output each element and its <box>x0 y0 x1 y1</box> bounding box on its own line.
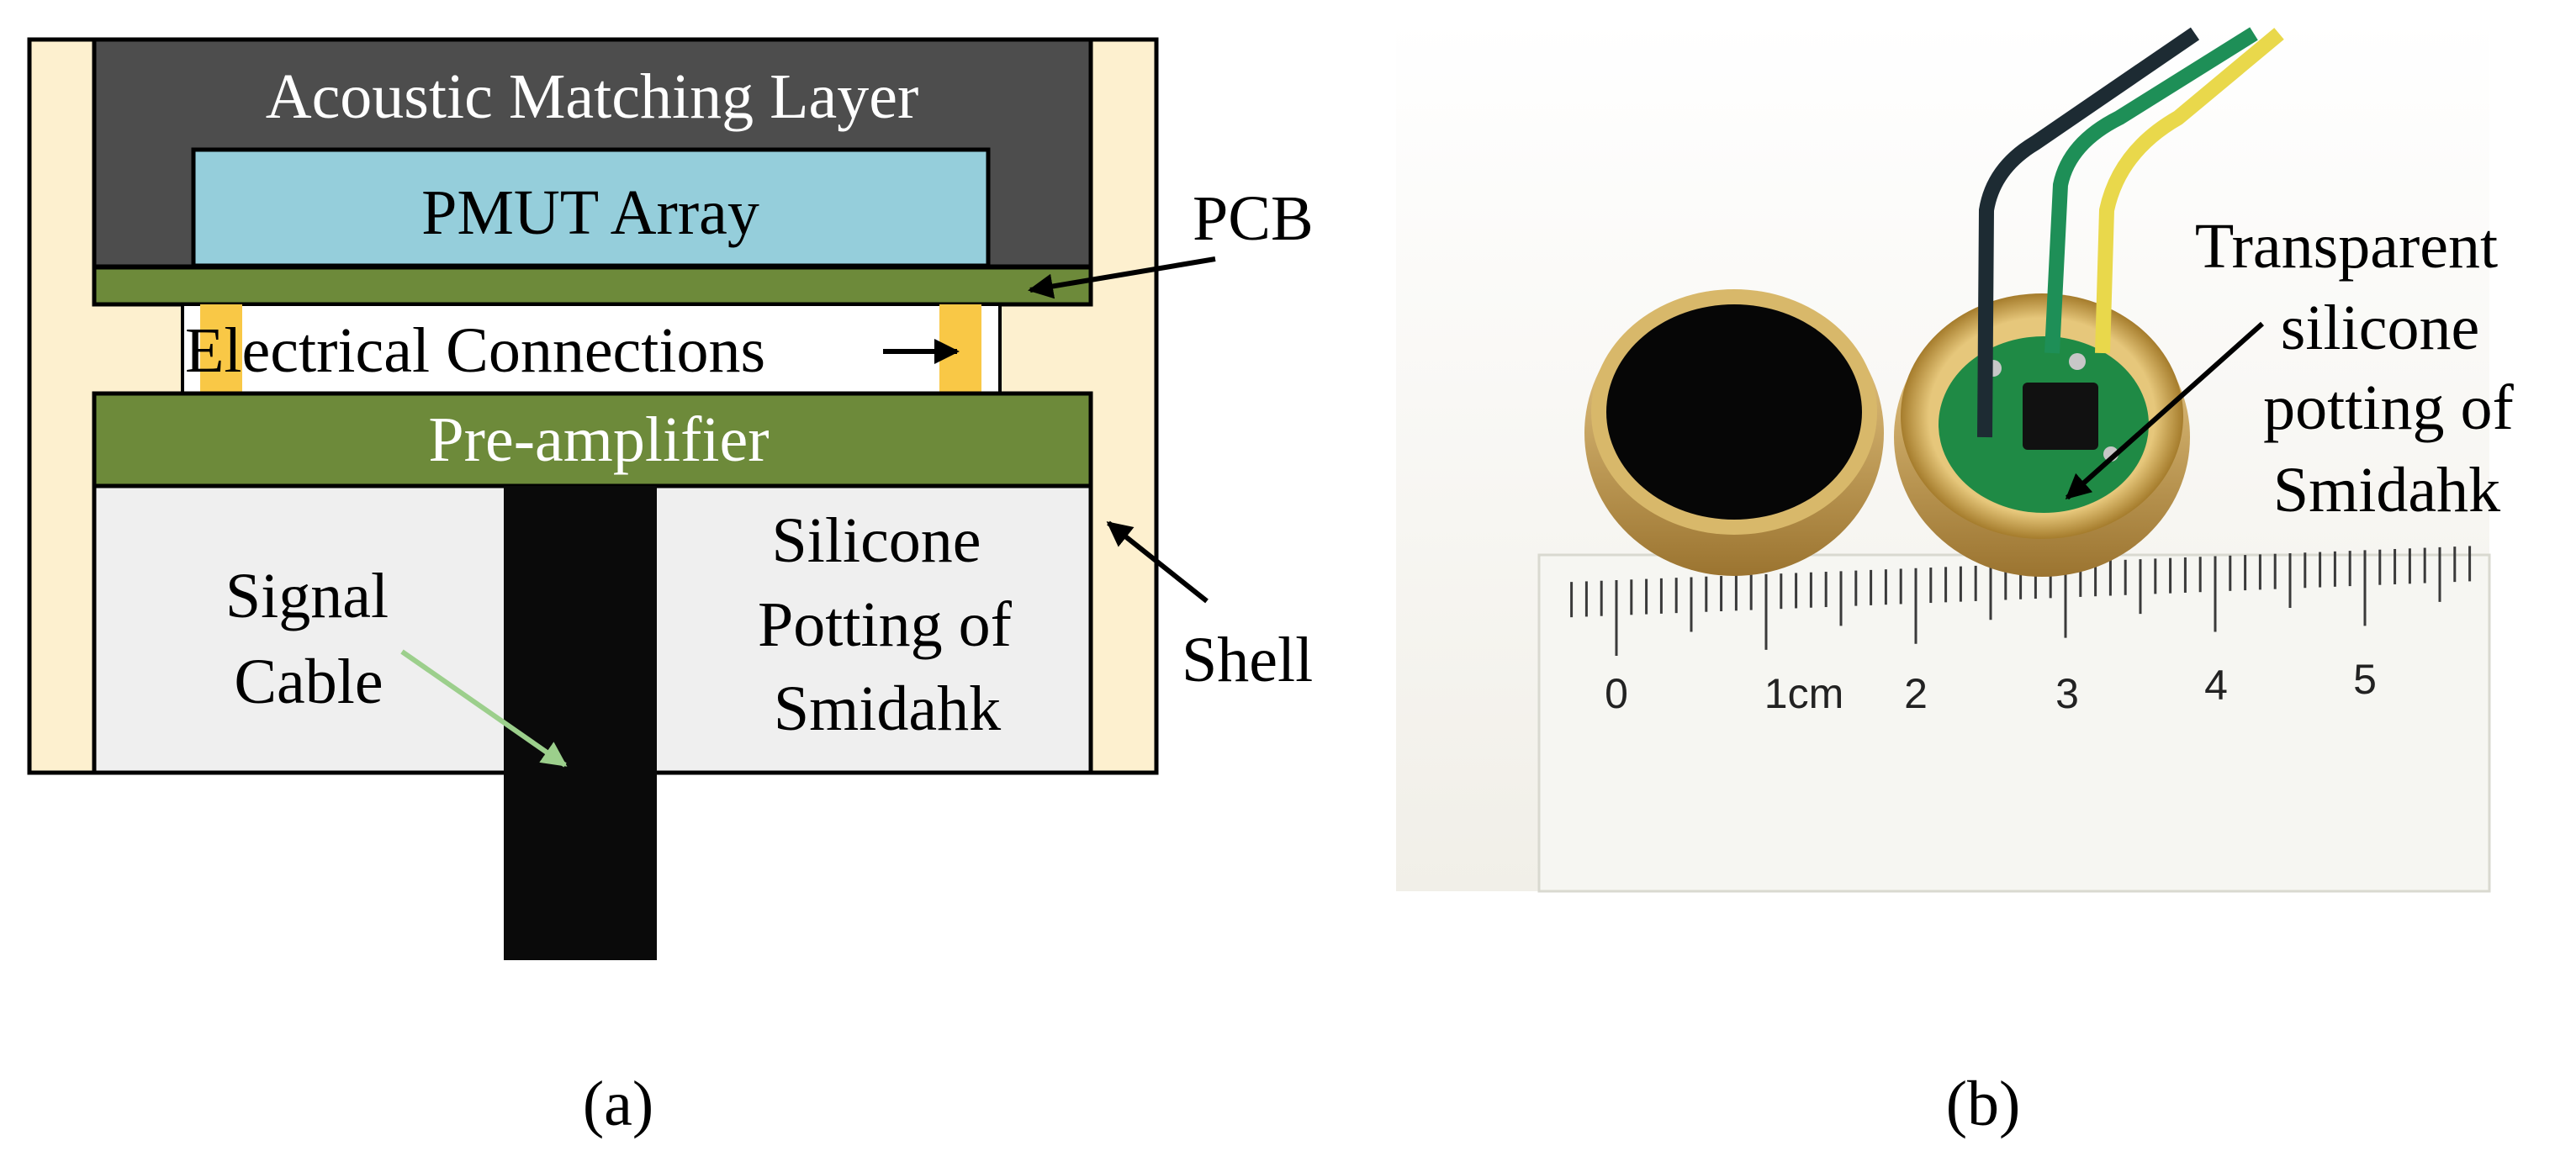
signal-cable-label-line1: Signal <box>225 561 389 631</box>
signal-cable-arrow <box>400 649 568 768</box>
potting-label-line2: Potting of <box>758 589 1013 660</box>
caption-b: (b) <box>1946 1069 2021 1139</box>
ruler-label-4: 4 <box>2204 662 2228 709</box>
potting-callout-line3: potting of <box>2263 372 2514 443</box>
pmut-array-block <box>191 147 991 268</box>
pre-amplifier-label: Pre-amplifier <box>428 404 769 475</box>
potting-callout-line4: Smidahk <box>2273 455 2500 525</box>
ruler-label-3: 3 <box>2055 670 2079 717</box>
connections-gap <box>181 303 1002 395</box>
matching-layer-label: Acoustic Matching Layer <box>266 61 919 132</box>
shell-arrow <box>1106 520 1209 604</box>
ruler-label-2: 2 <box>1904 670 1928 717</box>
transducer-front <box>1584 289 1884 576</box>
pmut-array-label: PMUT Array <box>421 177 759 248</box>
ruler: 0 1cm 2 3 4 5 <box>1537 546 2491 893</box>
signal-cable <box>504 486 657 960</box>
potting-label-line1: Silicone <box>771 505 981 576</box>
pre-amplifier-block <box>92 391 1093 488</box>
potting-callout-arrow <box>2065 321 2264 500</box>
shell-label: Shell <box>1182 625 1313 695</box>
electrical-connections-label: Electrical Connections <box>185 315 765 386</box>
pcb-label: PCB <box>1193 183 1314 254</box>
wire-yellow <box>2095 28 2284 354</box>
signal-cable-label-line2: Cable <box>234 647 383 717</box>
solder-point-2 <box>2069 353 2086 370</box>
ruler-label-5: 5 <box>2353 656 2377 703</box>
ruler-label-0: 0 <box>1605 670 1628 717</box>
potting-callout-line1: Transparent <box>2195 211 2498 282</box>
connection-pad-left <box>200 304 242 393</box>
panel-a-diagram: Acoustic Matching Layer PMUT Array Elect… <box>27 37 1314 1139</box>
ic-chip <box>2023 383 2098 450</box>
pcb-board <box>92 265 1093 307</box>
wire-black <box>1977 27 2200 438</box>
potting-callout-line2: silicone <box>2281 293 2479 363</box>
potting-label-line3: Smidahk <box>774 673 1001 744</box>
wire-green <box>2044 27 2258 354</box>
panel-b-photo: 0 1cm 2 3 4 5 Transparent si <box>1396 17 2515 1139</box>
transducer-matching-layer <box>1606 304 1862 520</box>
ruler-body <box>1537 553 2491 893</box>
caption-a: (a) <box>583 1069 653 1139</box>
ruler-label-1cm: 1cm <box>1764 670 1843 717</box>
pcb-arrow <box>1028 256 1216 299</box>
